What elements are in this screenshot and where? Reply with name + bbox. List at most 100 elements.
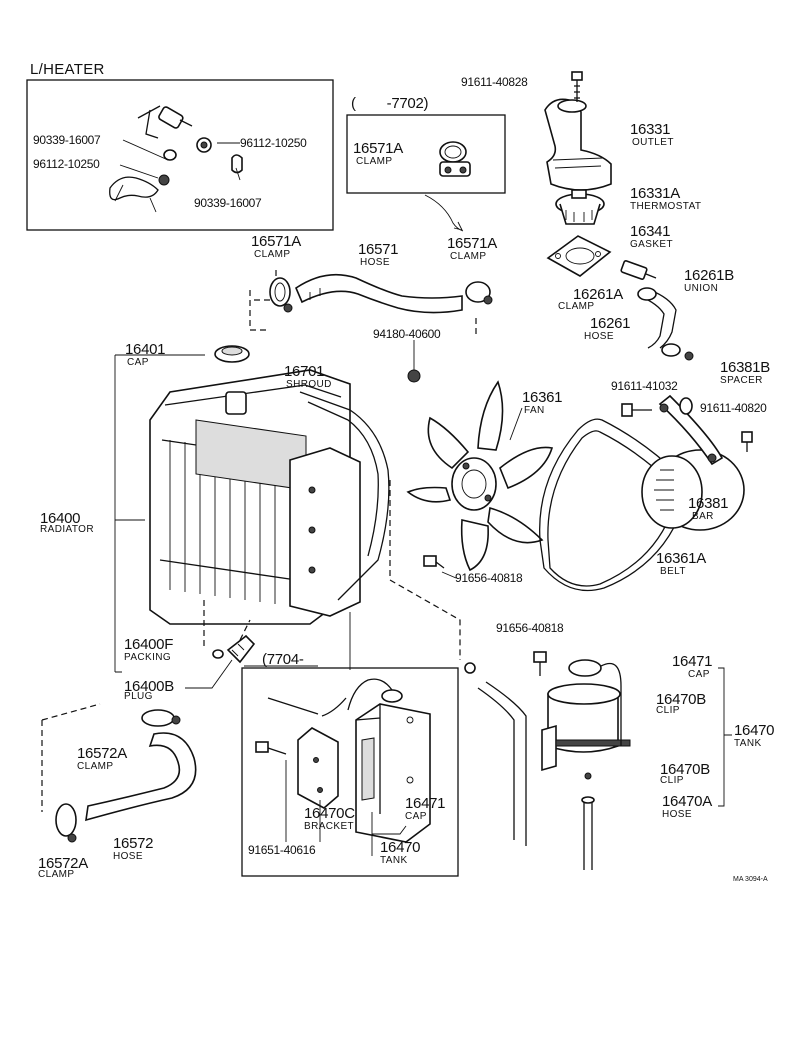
- bolt-91651-40616: [255, 741, 287, 755]
- label-clamp-16572a-bottom-no: 16572A: [38, 855, 88, 872]
- label-tank-cap-16471-right-no: 16471: [672, 653, 713, 670]
- bolt-91656-40818-a: [423, 555, 445, 569]
- label-clip-16470b-2-name: CLIP: [660, 775, 684, 786]
- label-clamp-16261a-name: CLAMP: [558, 301, 595, 312]
- label-clamp-16571a-right-name: CLAMP: [450, 251, 487, 262]
- label-tank-16470-right-no: 16470: [734, 722, 775, 739]
- label-cap-16401-name: CAP: [127, 357, 149, 368]
- label-clip-16470b-no: 16470B: [656, 691, 706, 708]
- label-bolt-91611-41032: 91611-41032: [611, 379, 678, 393]
- label-spacer-no: 16381B: [720, 359, 770, 376]
- label-clip-16470b-name: CLIP: [656, 705, 680, 716]
- clamp-16572a-top: [141, 709, 181, 727]
- clamp-16571a-inset: [439, 141, 471, 177]
- label-clip-16470b-2-no: 16470B: [660, 761, 710, 778]
- label-bar-no: 16381: [688, 495, 729, 512]
- label-hose-16571-name: HOSE: [360, 257, 390, 268]
- label-tank-16470-left-no: 16470: [380, 839, 421, 856]
- label-plug-name: PLUG: [124, 691, 153, 702]
- label-fan-no: 16361: [522, 389, 563, 406]
- label-thermostat-name: THERMOSTAT: [630, 201, 702, 212]
- label-bracket-name: BRACKET: [304, 821, 355, 832]
- gasket-16341: [546, 235, 612, 277]
- label-packing-no: 16400F: [124, 636, 174, 653]
- label-hose-16261-name: HOSE: [584, 331, 614, 342]
- heater-inset-frame: [26, 79, 334, 231]
- union-16261b: [620, 260, 657, 280]
- bracket-16470c: [297, 727, 339, 809]
- footer-code: MA 3094-A: [733, 876, 768, 883]
- label-packing-name: PACKING: [124, 652, 172, 663]
- label-union-no: 16261B: [684, 267, 734, 284]
- label-hose-16571-no: 16571: [358, 241, 399, 258]
- label-thermostat-no: 16331A: [630, 185, 680, 202]
- label-clamp-16572a-top-no: 16572A: [77, 745, 127, 762]
- label-hose-16261-no: 16261: [590, 315, 631, 332]
- clamp-box-range: ( -7702): [351, 95, 429, 112]
- clamp-16571a-right: [465, 281, 493, 305]
- label-tank-16470-left-name: TANK: [380, 855, 408, 866]
- label-hose-16470a-no: 16470A: [662, 793, 712, 810]
- fan-16361: [406, 380, 554, 572]
- tank-box-range: (7704-: [262, 651, 335, 668]
- label-bar-name: BAR: [692, 511, 714, 522]
- label-outlet-no: 16331: [630, 121, 671, 138]
- label-hose-16470a-name: HOSE: [662, 809, 692, 820]
- tank-16470-left: [355, 703, 431, 843]
- label-cap-16401-no: 16401: [125, 341, 166, 358]
- clamp-inset-frame: [346, 114, 506, 194]
- heater-part-96112-left: 96112-10250: [33, 157, 100, 171]
- heater-part-96112-right: 96112-10250: [240, 136, 307, 150]
- thermostat-16331a: [555, 189, 605, 225]
- clamp-16572a-bottom: [55, 803, 77, 843]
- label-bolt-91611-40828: 91611-40828: [461, 75, 528, 89]
- label-bolt-91656-40818-b: 91656-40818: [496, 621, 564, 635]
- label-nut-94180-40600: 94180-40600: [373, 327, 441, 341]
- tank-cap-16471-right: [568, 659, 622, 746]
- label-gasket-name: GASKET: [630, 239, 673, 250]
- heater-title: L/HEATER: [30, 61, 105, 78]
- hose-16261: [637, 287, 681, 357]
- label-clamp-16572a-bottom-name: CLAMP: [38, 869, 75, 880]
- label-radiator-name: RADIATOR: [40, 524, 94, 535]
- label-clamp-16571a-left-no: 16571A: [251, 233, 301, 250]
- packing-16400f: [212, 649, 224, 659]
- hose-16470a: [477, 681, 595, 870]
- label-tank-cap-16471-left-no: 16471: [405, 795, 446, 812]
- plug-16400b: [226, 634, 256, 664]
- tank-16470-right: [541, 683, 631, 772]
- label-fan-name: FAN: [524, 405, 545, 416]
- outlet-16331: [544, 98, 612, 191]
- label-clamp-16571a-right-no: 16571A: [447, 235, 497, 252]
- heater-part-90339-top: 90339-16007: [33, 133, 101, 147]
- shroud-16701: [299, 391, 390, 601]
- label-union-name: UNION: [684, 283, 719, 294]
- label-tank-16470-right-name: TANK: [734, 738, 762, 749]
- label-bolt-91651-40616: 91651-40616: [248, 843, 316, 857]
- clamp-box-name: CLAMP: [356, 156, 393, 167]
- label-spacer-name: SPACER: [720, 375, 763, 386]
- label-clamp-16571a-left-name: CLAMP: [254, 249, 291, 260]
- radiator-cap-16401: [214, 345, 250, 363]
- bolt-91611-40828: [571, 71, 583, 102]
- label-clamp-16261a-no: 16261A: [573, 286, 623, 303]
- label-bolt-91611-40820: 91611-40820: [700, 401, 767, 415]
- bolt-91656-40818-b: [533, 651, 547, 676]
- label-hose-16572-no: 16572: [113, 835, 154, 852]
- label-tank-cap-16471-right-name: CAP: [688, 669, 710, 680]
- label-belt-no: 16361A: [656, 550, 706, 567]
- label-radiator-no: 16400: [40, 510, 81, 527]
- clamp-16571a-left: [269, 277, 293, 313]
- label-outlet-name: OUTLET: [632, 137, 674, 148]
- label-tank-cap-16471-left-name: CAP: [405, 811, 427, 822]
- label-bolt-91656-40818-a: 91656-40818: [455, 571, 523, 585]
- hose-16571: [295, 273, 463, 314]
- hose-16572: [85, 732, 197, 822]
- label-plug-no: 16400B: [124, 678, 174, 695]
- bolt-91611-41032: [621, 403, 652, 417]
- label-belt-name: BELT: [660, 566, 686, 577]
- label-gasket-no: 16341: [630, 223, 671, 240]
- radiator-16400: [149, 369, 361, 625]
- label-bracket-no: 16470C: [304, 805, 355, 822]
